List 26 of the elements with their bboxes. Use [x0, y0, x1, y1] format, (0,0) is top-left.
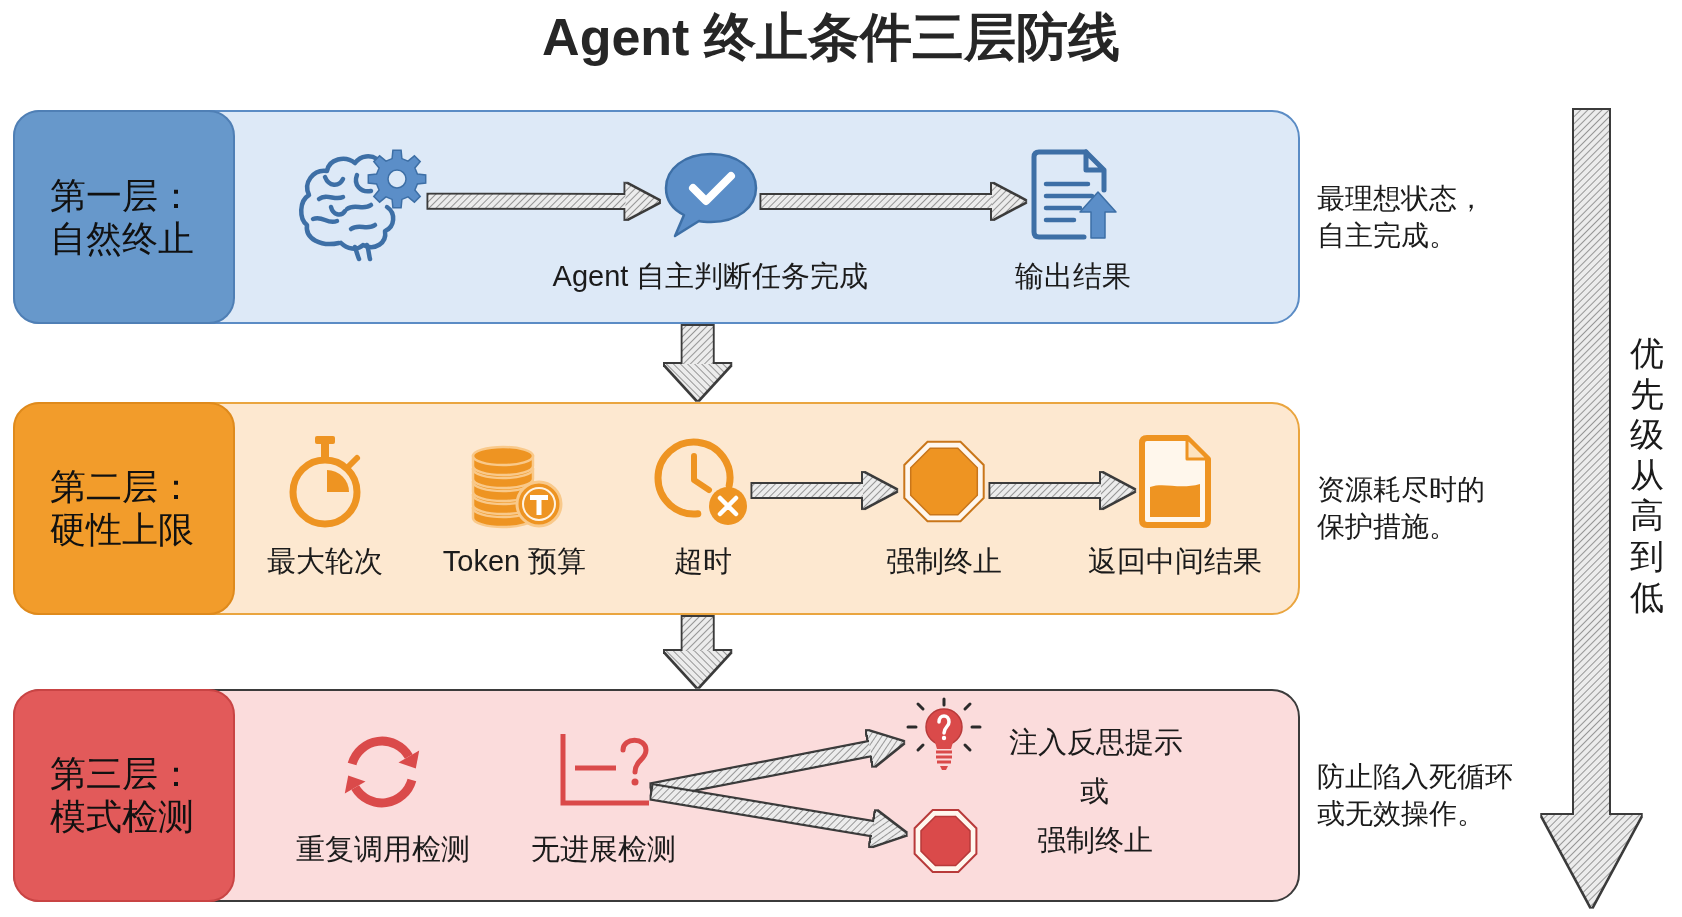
- side-note: 防止陷入死循环或无效操作。: [1316, 760, 1514, 831]
- arrow: [664, 326, 731, 400]
- node-label: 重复调用检测: [295, 831, 470, 866]
- node-label: 强制终止: [885, 543, 1002, 578]
- title: Agent 终止条件三层防线: [542, 7, 1120, 67]
- arrow: [990, 472, 1135, 509]
- node-label: 注入反思提示: [1008, 724, 1183, 759]
- node-label: 无进展检测: [531, 831, 676, 866]
- arrow: [752, 472, 897, 509]
- arrow: [761, 183, 1026, 220]
- vertical-label: 优先级从高到低: [1629, 333, 1665, 618]
- node-label: 返回中间结果: [1087, 543, 1262, 578]
- node-label: 输出结果: [1014, 258, 1131, 293]
- layer-tab: 第三层：模式检测: [12, 688, 235, 902]
- side-note: 最理想状态，自主完成。: [1316, 181, 1486, 253]
- node-label: 强制终止: [1036, 822, 1153, 857]
- side-note: 资源耗尽时的保护措施。: [1316, 473, 1486, 544]
- label: 或: [1080, 776, 1109, 805]
- layer-tab: 第一层：自然终止: [12, 109, 235, 324]
- node-label: 超时: [673, 543, 732, 578]
- node-label: Agent 自主判断任务完成: [552, 258, 869, 293]
- node-label: Token 预算: [442, 543, 587, 578]
- node-label: 最大轮次: [266, 543, 383, 578]
- arrow: [428, 183, 660, 220]
- layer-tab: 第二层：硬性上限: [12, 401, 235, 615]
- arrow: [664, 617, 731, 687]
